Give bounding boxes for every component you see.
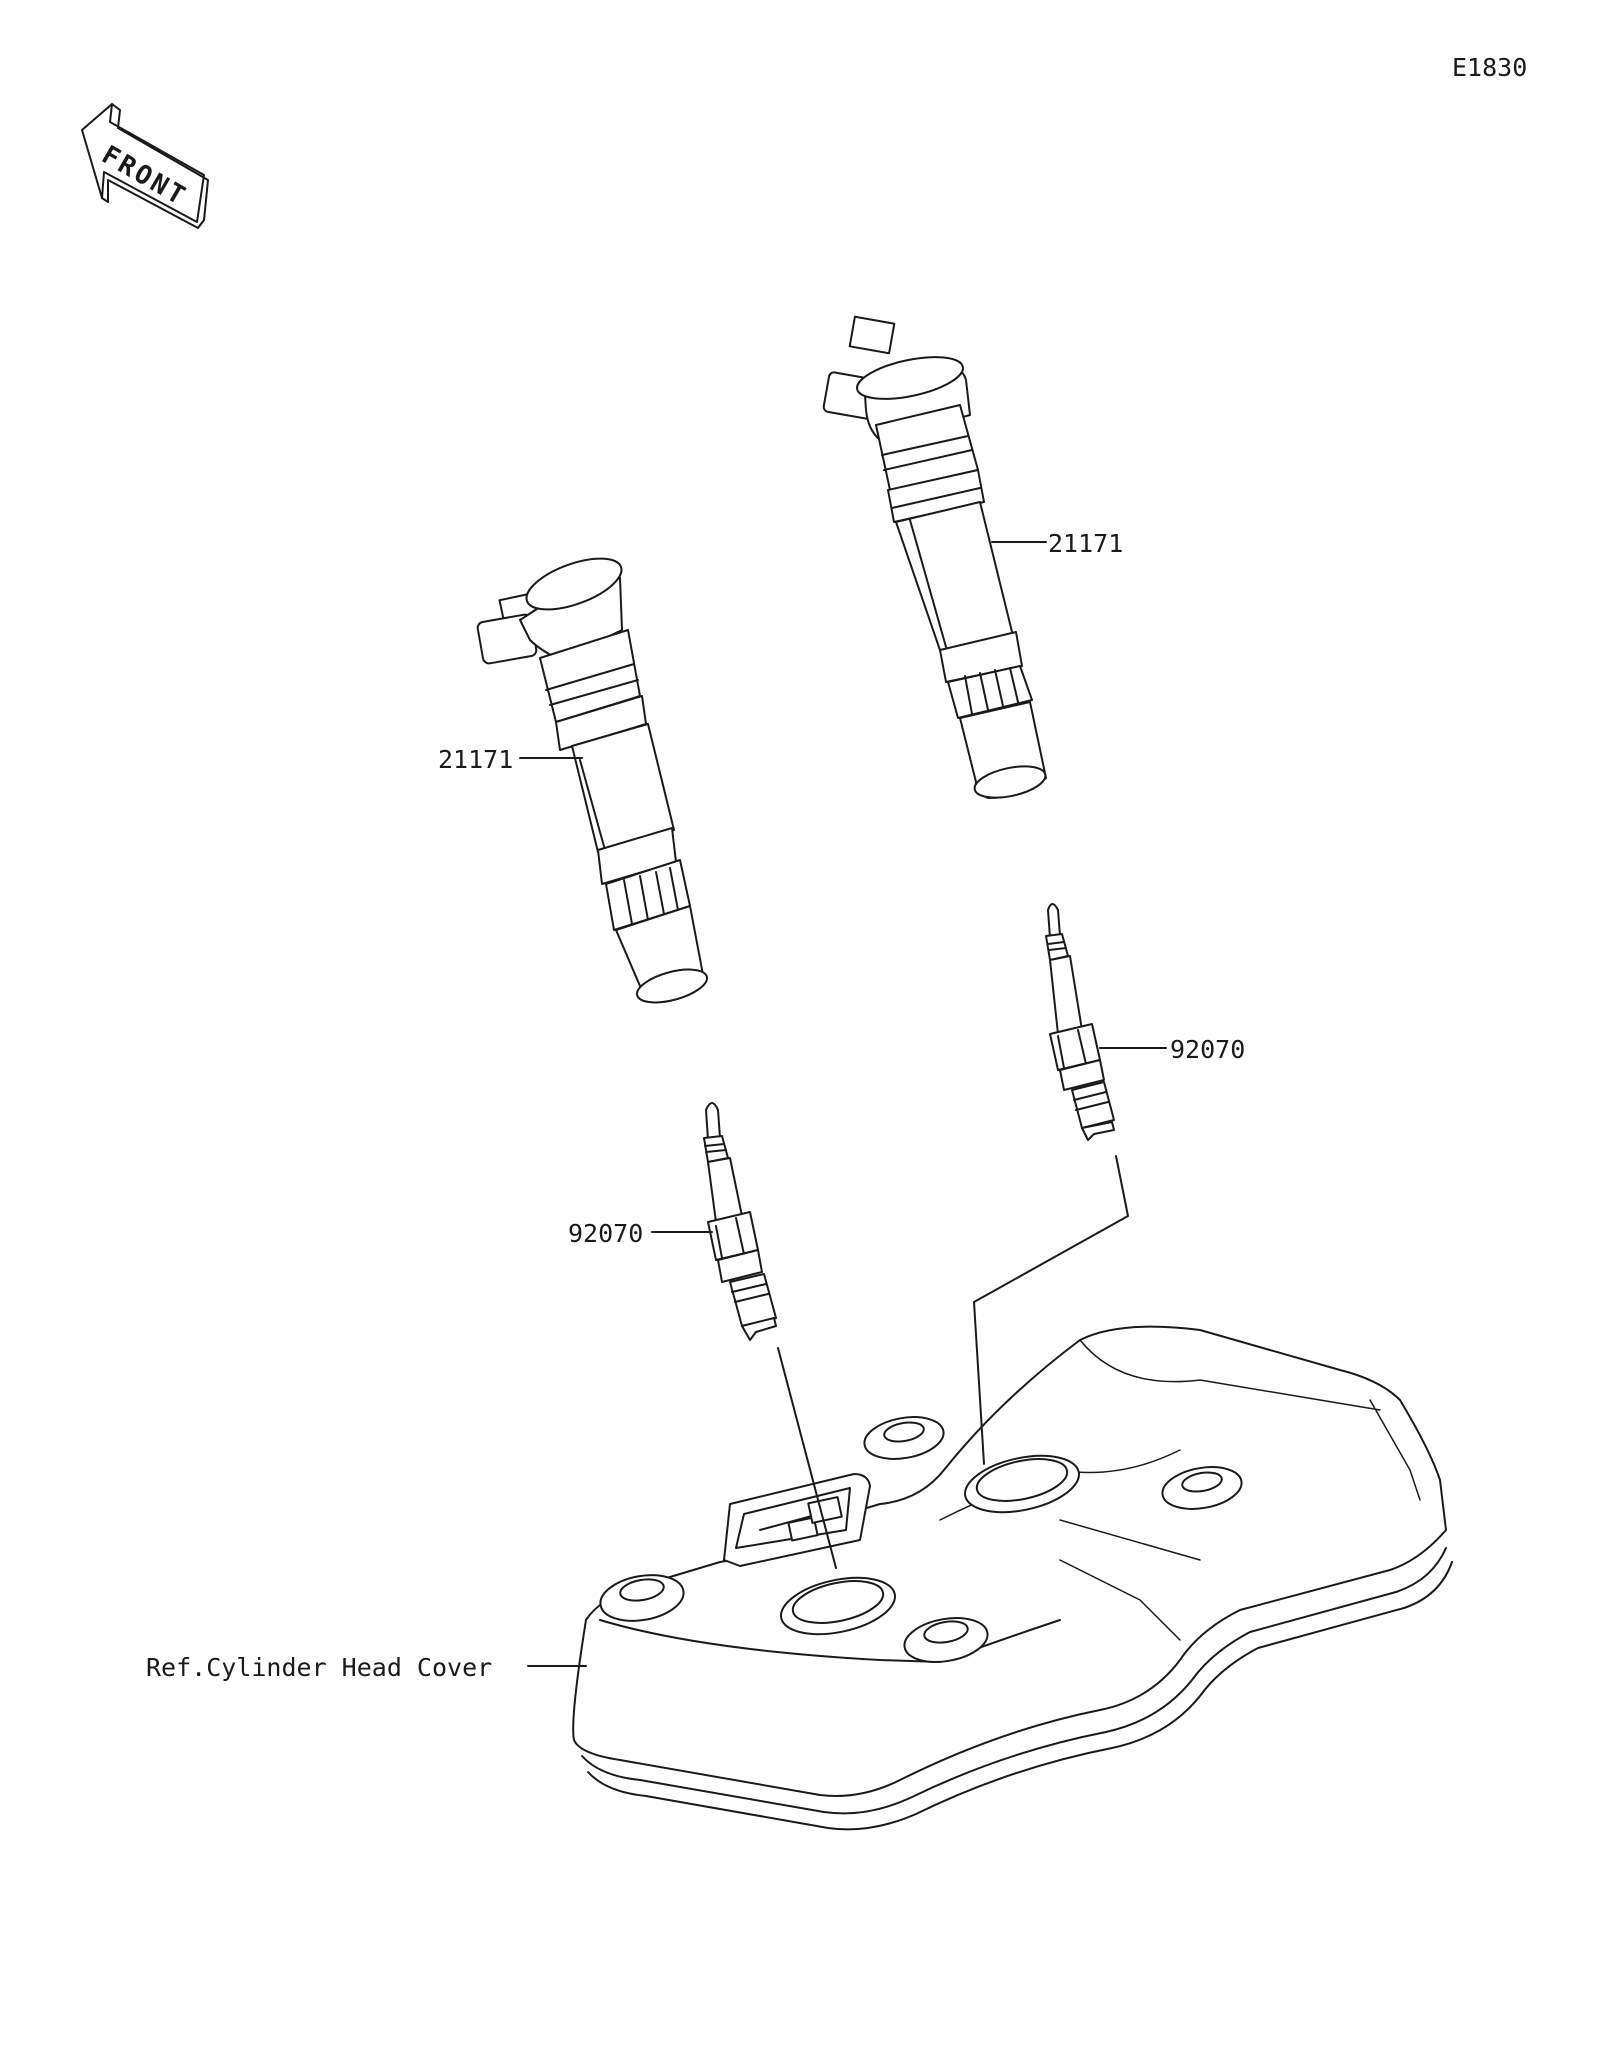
diagram-code: E1830 xyxy=(1452,53,1528,82)
ignition-coil-left[interactable] xyxy=(476,548,711,1009)
callout-coil-right[interactable]: 21171 xyxy=(1048,529,1124,558)
callout-plug-left[interactable]: 92070 xyxy=(568,1219,644,1248)
spark-plug-left[interactable] xyxy=(703,1102,777,1341)
callout-plug-right[interactable]: 92070 xyxy=(1170,1035,1246,1064)
front-direction-arrow: FRONT xyxy=(81,103,209,229)
callout-coil-left[interactable]: 21171 xyxy=(438,745,514,774)
ignition-coil-right[interactable] xyxy=(822,315,1048,803)
spark-plug-right[interactable] xyxy=(1045,903,1115,1141)
leader-lines xyxy=(519,541,1167,1667)
callout-ref-cylinder-head-cover[interactable]: Ref.Cylinder Head Cover xyxy=(146,1653,493,1682)
cylinder-head-cover xyxy=(572,1325,1453,1831)
